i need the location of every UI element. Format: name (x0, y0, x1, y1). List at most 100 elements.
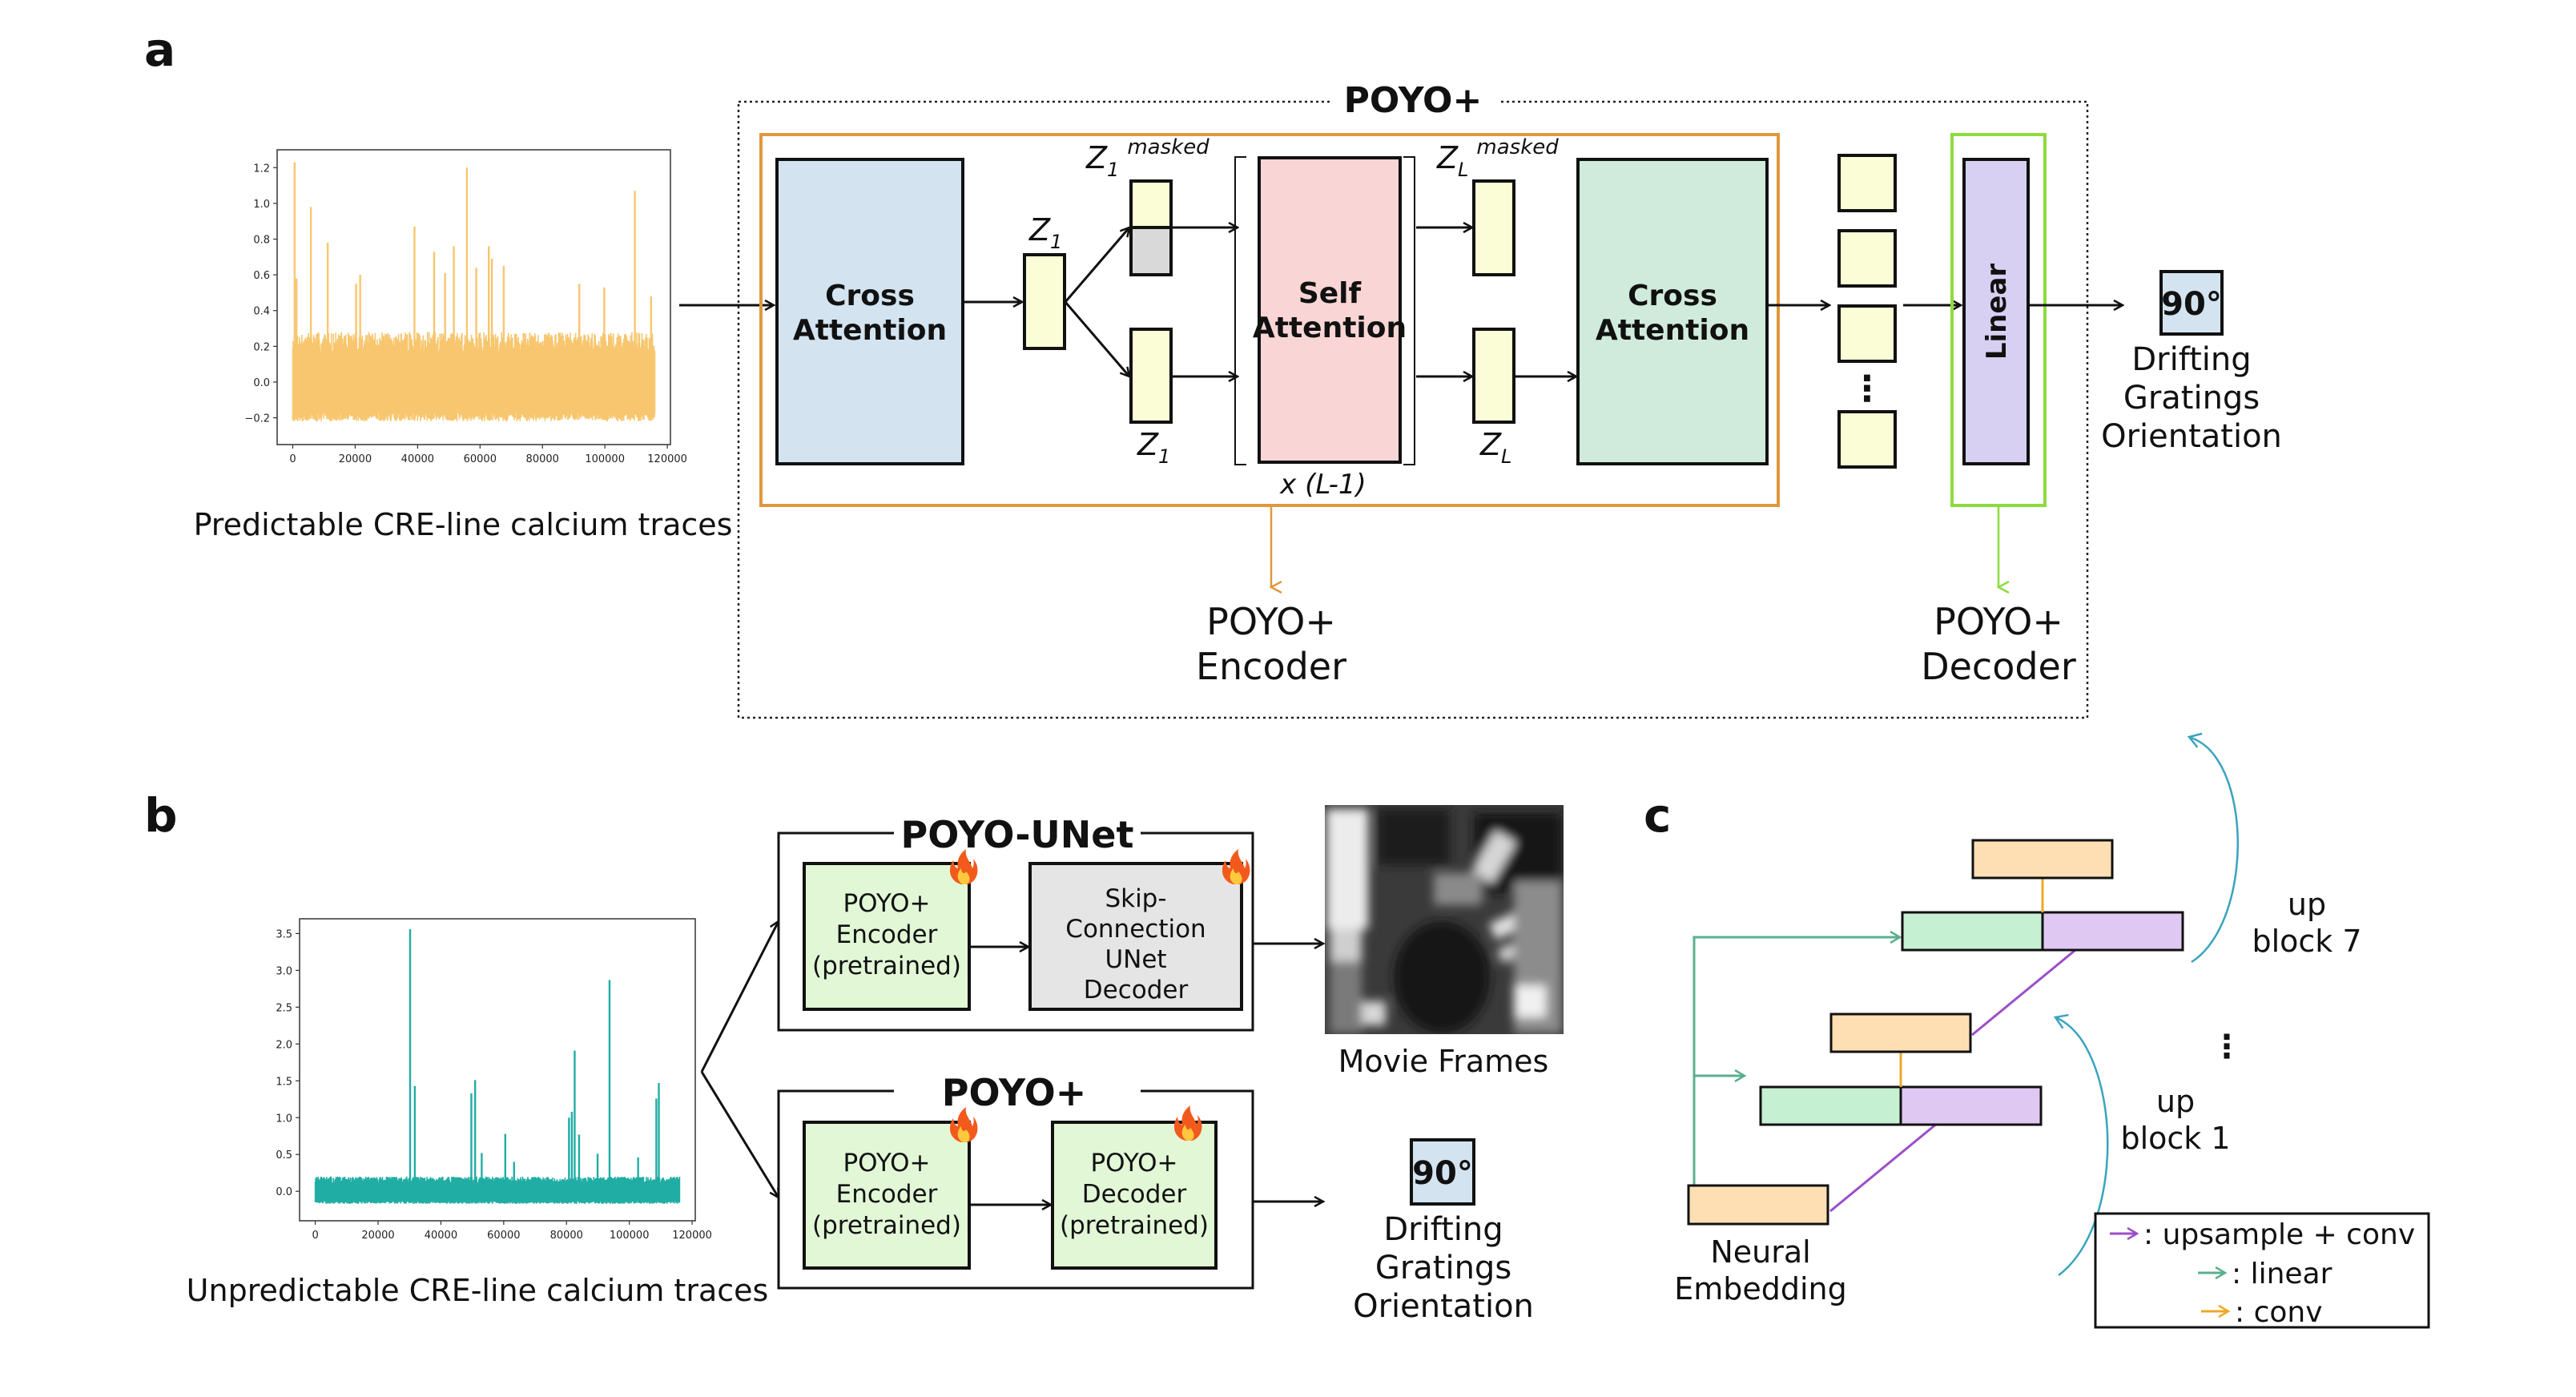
arrow-trace-to-unet (700, 921, 779, 1073)
fire-icon (1173, 1105, 1202, 1141)
trace-core-band (292, 359, 655, 406)
output-token-n[interactable] (1837, 410, 1897, 469)
unet-decoder-block[interactable] (1028, 862, 1243, 1011)
x-tick-label: 100000 (585, 453, 625, 465)
orientation-output-value: 90° (2161, 286, 2222, 323)
unet-encoder-line-1: POYO+ (843, 889, 930, 918)
panel-label-b: b (144, 788, 178, 843)
panel-label-c: c (1644, 788, 1671, 843)
poyo-plus-b-title-background (894, 1065, 1141, 1113)
up-block-7-output[interactable] (1971, 839, 2114, 880)
unet-encoder-block[interactable] (803, 862, 971, 1011)
z1-label: Z1 (1028, 212, 1062, 253)
x-tick-label: 60000 (464, 453, 497, 465)
up-blocks-ellipsis: ⋮ (2211, 1029, 2243, 1065)
poyo-encoder-line-3: (pretrained) (812, 1211, 961, 1240)
unet-decoder-line-4: Decoder (1084, 976, 1189, 1004)
cross-attention-block-1[interactable] (775, 158, 964, 465)
arrow-trace-to-poyo (700, 1071, 779, 1198)
y-tick-label: −0.2 (244, 413, 270, 425)
y-tick-label: 3.5 (276, 928, 292, 940)
up-block-7-linear-part[interactable] (1901, 911, 2044, 952)
chart-plot-area (299, 918, 696, 1222)
poyo-encoder-block[interactable] (803, 1121, 971, 1270)
cross-attention-2-line-2: Attention (1596, 314, 1749, 347)
x-tick-label: 20000 (361, 1230, 394, 1242)
x-tick-label: 120000 (647, 453, 687, 465)
orientation-output-box[interactable] (2159, 270, 2224, 336)
y-tick-label: 1.0 (253, 199, 270, 211)
legend-linear-label: : linear (2232, 1258, 2332, 1290)
linear-layer-label: Linear (1981, 264, 2013, 360)
poyo-unet-title-background (894, 809, 1141, 857)
up-block-1-linear-part[interactable] (1759, 1085, 1902, 1126)
z1-latent-token[interactable] (1023, 253, 1066, 350)
output-token-1[interactable] (1837, 154, 1897, 212)
y-tick-label: 1.0 (276, 1113, 292, 1125)
output-caption-b-line-3: Orientation (1353, 1288, 1534, 1325)
y-tick-label: 1.5 (276, 1076, 292, 1088)
up-block-7-upsample-part[interactable] (2041, 911, 2184, 952)
orientation-output-box-b[interactable] (1410, 1138, 1475, 1206)
movie-frame-image (1325, 805, 1564, 1034)
up-block-1-upsample-part[interactable] (1899, 1085, 2043, 1126)
z1-bottom-label: Z1 (1137, 427, 1170, 468)
poyo-decoder-line-1: POYO+ (1090, 1149, 1177, 1178)
x-tick-label: 0 (289, 453, 296, 465)
y-tick-label: 0.5 (276, 1149, 292, 1161)
y-tick-label: 1.2 (253, 163, 270, 175)
poyo-unet-title: POYO-UNet (901, 813, 1134, 856)
poyo-plus-title: POYO+ (1344, 80, 1483, 121)
poyo-decoder-line-3: (pretrained) (1060, 1211, 1209, 1240)
linear-skip-line (1693, 937, 1900, 1186)
decoder-caption-line-1: POYO+ (1934, 600, 2063, 643)
encoder-caption-line-1: POYO+ (1206, 600, 1336, 643)
zl-token-bottom[interactable] (1472, 328, 1515, 424)
legend-frame (2094, 1212, 2430, 1329)
cross-attention-block-2[interactable] (1576, 158, 1769, 465)
neural-embedding-block[interactable] (1687, 1184, 1829, 1226)
orientation-output-value-b: 90° (1412, 1155, 1473, 1192)
y-tick-label: 0.2 (253, 341, 270, 353)
decoder-caption-line-2: Decoder (1921, 645, 2076, 688)
self-attention-line-2: Attention (1253, 312, 1407, 344)
z1-masked-token-hidden[interactable] (1129, 226, 1173, 276)
poyo-encoder-line-1: POYO+ (843, 1149, 930, 1178)
repeat-bracket-left (1234, 156, 1246, 465)
linear-layer-block[interactable] (1962, 158, 2030, 465)
y-tick-label: 0.0 (276, 1186, 292, 1198)
up-block-7-curved-arrow (2189, 737, 2239, 964)
unet-decoder-line-3: UNet (1105, 945, 1166, 974)
y-tick-label: 0.0 (253, 377, 270, 389)
y-tick-label: 0.8 (253, 235, 270, 247)
output-token-2[interactable] (1837, 229, 1897, 288)
unet-decoder-line-1: Skip- (1105, 884, 1166, 913)
poyo-decoder-block[interactable] (1051, 1121, 1218, 1270)
trace-caption-unpredictable: Unpredictable CRE-line calcium traces (187, 1273, 769, 1308)
x-tick-label: 60000 (487, 1230, 520, 1242)
fire-icon (949, 849, 978, 884)
output-token-3[interactable] (1837, 304, 1897, 363)
arrow-z1-to-masked (1064, 227, 1129, 303)
self-attention-block[interactable] (1258, 156, 1402, 464)
zl-bottom-label: ZL (1479, 427, 1511, 468)
up-block-1-output[interactable] (1829, 1013, 1972, 1053)
poyo-encoder-line-2: Encoder (836, 1180, 938, 1209)
up-block-1-label-line-2: block 1 (2120, 1121, 2230, 1156)
up-block-1-label-line-1: up (2156, 1084, 2195, 1119)
zl-masked-token[interactable] (1472, 179, 1515, 276)
y-tick-label: 3.0 (276, 965, 292, 977)
unet-encoder-line-3: (pretrained) (812, 952, 961, 980)
y-tick-label: 0.6 (253, 270, 270, 282)
encoder-frame (759, 133, 1780, 507)
fire-icon (949, 1107, 978, 1142)
z1-masked-token-visible[interactable] (1129, 179, 1173, 229)
legend-upsample-label: : upsample + conv (2143, 1218, 2415, 1251)
poyo-plus-title-b: POYO+ (942, 1071, 1087, 1114)
x-tick-label: 40000 (425, 1230, 457, 1242)
repeat-bracket-right (1403, 156, 1415, 465)
z1-token-bottom[interactable] (1129, 328, 1173, 424)
